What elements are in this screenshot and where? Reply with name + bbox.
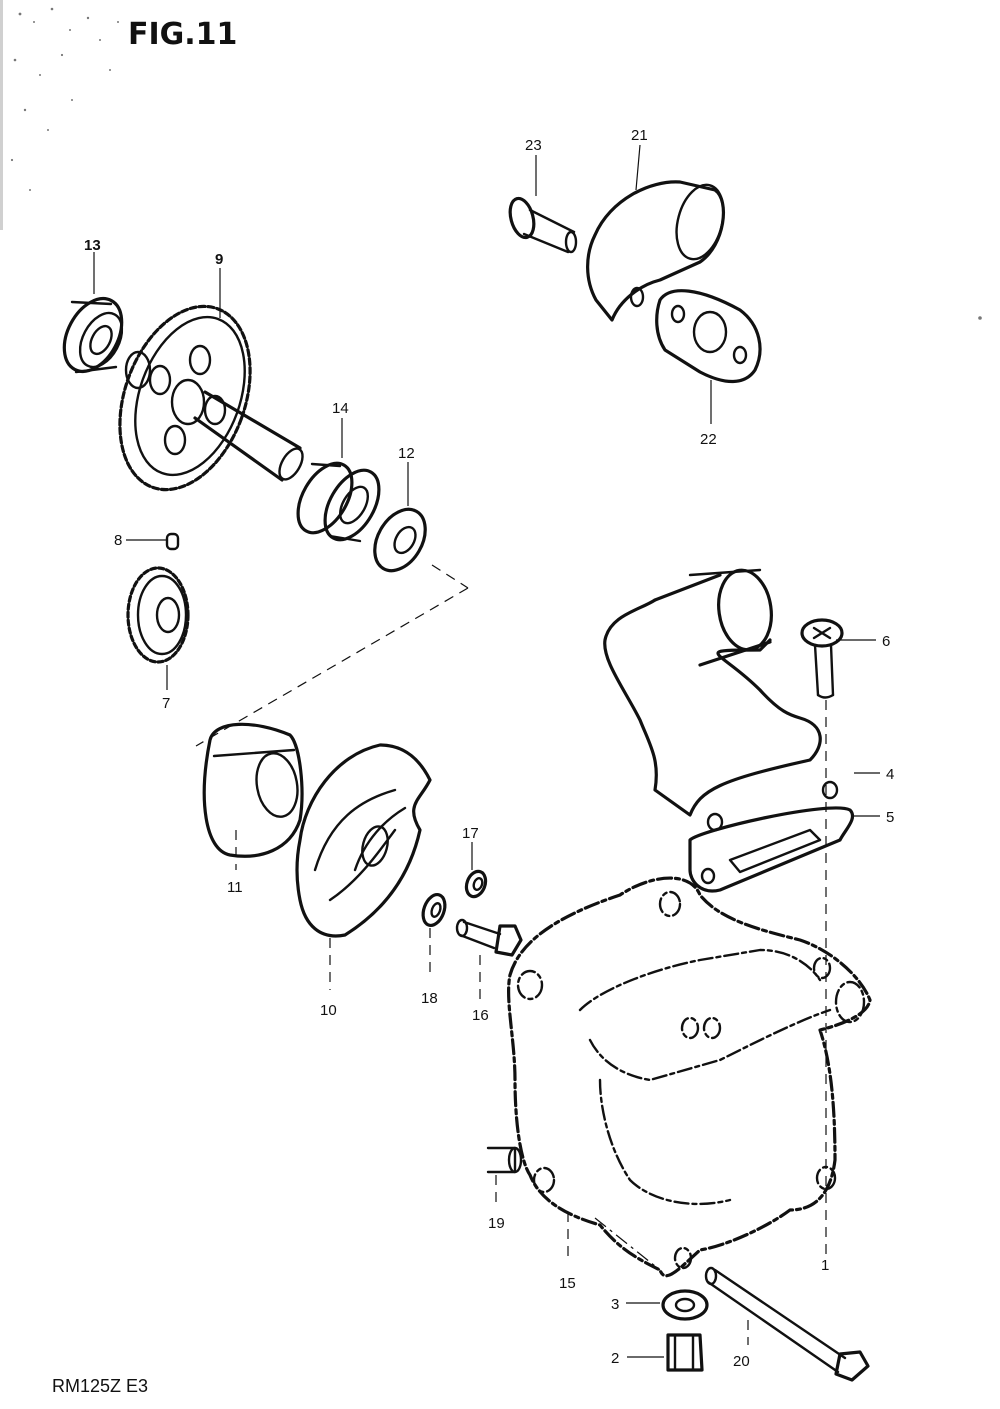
part-4-water-pipe xyxy=(603,568,839,832)
callout-7: 7 xyxy=(162,695,170,712)
part-18-washer xyxy=(421,892,447,928)
part-7-small-gear xyxy=(126,566,190,664)
callout-10: 10 xyxy=(320,1002,337,1019)
callout-16: 16 xyxy=(472,1007,489,1024)
part-13-bearing xyxy=(62,297,124,374)
callout-5: 5 xyxy=(886,809,894,826)
part-14-bearing xyxy=(296,461,381,543)
part-17-washer xyxy=(464,869,488,899)
assembly-lines xyxy=(93,144,880,1358)
figure-title: FIG.11 xyxy=(128,17,237,52)
callout-labels: 13 9 14 12 8 7 23 21 22 6 4 5 11 17 10 1… xyxy=(84,127,894,1370)
callout-2: 2 xyxy=(611,1350,619,1367)
callout-4: 4 xyxy=(886,766,894,783)
part-6-screw xyxy=(800,618,844,699)
callout-17: 17 xyxy=(462,825,479,842)
part-16-bolt xyxy=(455,918,523,957)
part-10-impeller xyxy=(295,743,432,938)
part-22-gasket-flange xyxy=(655,289,762,384)
part-1-pump-cover xyxy=(507,876,872,1278)
callout-12: 12 xyxy=(398,445,415,462)
part-5-gasket xyxy=(688,806,855,893)
part-21-outlet-elbow xyxy=(586,180,725,322)
callout-18: 18 xyxy=(421,990,438,1007)
part-23-bolt xyxy=(508,196,578,254)
callout-1: 1 xyxy=(821,1257,829,1274)
part-2-drain-bolt xyxy=(666,1333,704,1372)
callout-11: 11 xyxy=(227,879,243,896)
callout-3: 3 xyxy=(611,1296,619,1313)
callout-8: 8 xyxy=(114,532,122,549)
callout-9: 9 xyxy=(215,251,223,268)
part-20-long-bolt xyxy=(704,1266,870,1382)
callout-6: 6 xyxy=(882,633,890,650)
callout-22: 22 xyxy=(700,431,717,448)
model-code: RM125Z E3 xyxy=(52,1376,148,1396)
part-19-dowel-pin xyxy=(486,1146,523,1174)
part-3-washer xyxy=(661,1289,709,1321)
callout-19: 19 xyxy=(488,1215,505,1232)
scan-noise xyxy=(0,0,982,320)
callout-23: 23 xyxy=(525,137,542,154)
part-12-washer xyxy=(373,507,427,573)
part-11-mechanical-seal xyxy=(202,722,304,858)
callout-21: 21 xyxy=(631,127,648,144)
part-9-gear-shaft xyxy=(118,304,304,492)
callout-15: 15 xyxy=(559,1275,576,1292)
callout-20: 20 xyxy=(733,1353,750,1370)
callout-13: 13 xyxy=(84,237,101,254)
callout-14: 14 xyxy=(332,400,349,417)
part-8-pin xyxy=(165,532,180,551)
